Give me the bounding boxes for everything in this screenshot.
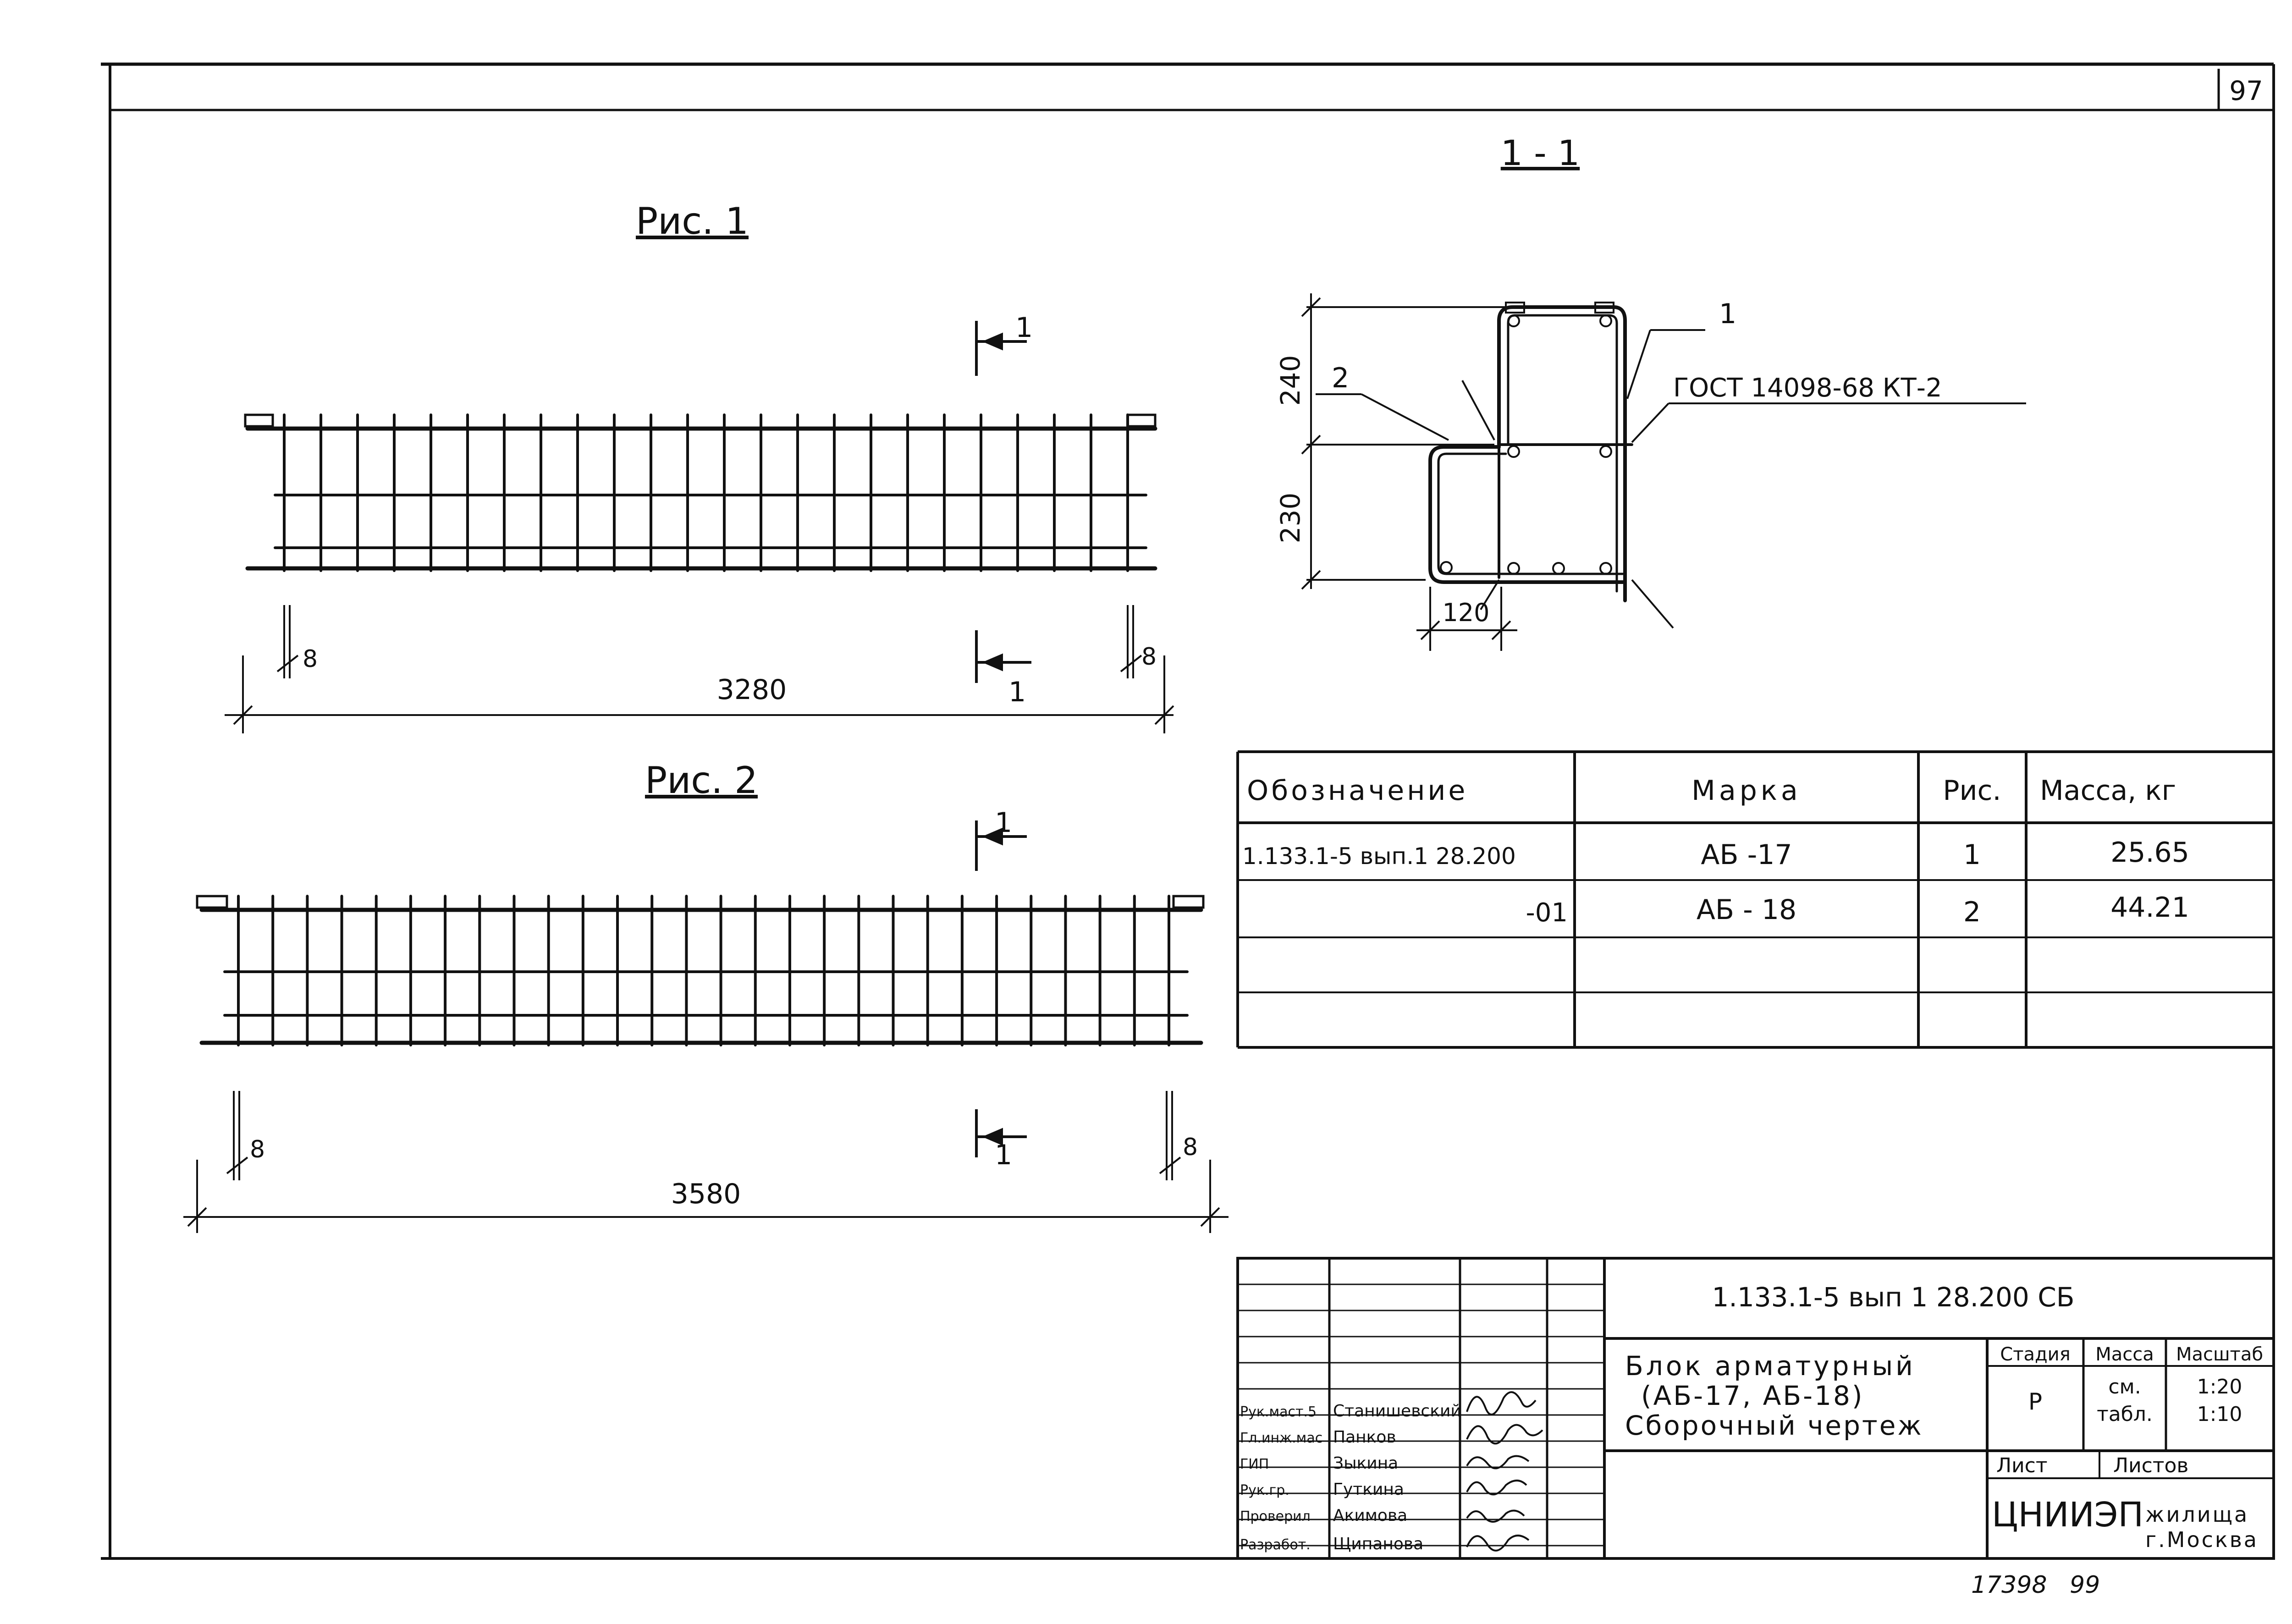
title-sheet-label: Лист — [1996, 1454, 2048, 1477]
fig2-dimension-right: 8 — [1183, 1134, 1198, 1161]
sig-role: Проверил — [1240, 1508, 1311, 1525]
fig1-vertical-bars — [283, 413, 1129, 572]
fig2-cut-label-bottom: 1 — [995, 1139, 1012, 1171]
title-name-line3: Сборочный чертеж — [1625, 1410, 1923, 1441]
fig1-cut-mark-top — [975, 321, 1027, 376]
section-callout-1: 1 — [1719, 298, 1736, 330]
fig1-cut-mark-bottom — [975, 630, 1031, 683]
section-dim-240: 240 — [1275, 355, 1306, 406]
title-organization: ЦНИИЭП — [1992, 1495, 2143, 1535]
spec-row2-mass: 44.21 — [2110, 892, 2189, 924]
title-scale-value-2: 1:10 — [2197, 1403, 2242, 1426]
handwritten-signatures — [1466, 1391, 1543, 1552]
spec-row2-figure: 2 — [1963, 896, 1981, 928]
signature-table: Рук.маст.5 Станишевский Гл.инж.мас Панко… — [1240, 1402, 1461, 1553]
title-mass-value-1: см. — [2108, 1375, 2141, 1398]
sig-name: Панков — [1333, 1428, 1396, 1447]
sheet-frame — [101, 62, 2275, 1560]
section-callout-2: 2 — [1332, 362, 1349, 394]
fig1-dimension-total: 3280 — [717, 674, 787, 706]
fig1-dimension-lines — [225, 605, 1174, 733]
fig2-cut-mark-top — [975, 820, 1027, 871]
title-mass-header: Масса — [2095, 1344, 2154, 1365]
spec-header-mass: Масса, кг — [2040, 775, 2176, 807]
spec-row2-mark: АБ - 18 — [1697, 894, 1796, 926]
fig1-dimension-left: 8 — [303, 645, 318, 673]
sig-role: ГИП — [1240, 1456, 1269, 1472]
spec-row2-designation: -01 — [1526, 898, 1568, 928]
fig2-dimension-total: 3580 — [671, 1178, 741, 1210]
title-scale-header: Масштаб — [2176, 1344, 2263, 1365]
sig-role: Разработ. — [1240, 1537, 1311, 1553]
spec-row1-designation: 1.133.1-5 вып.1 28.200 — [1242, 843, 1516, 870]
footer-numbers: 17398 99 — [1971, 1571, 2100, 1599]
section-dim-230: 230 — [1275, 493, 1306, 544]
fig2-title: Рис. 2 — [645, 759, 758, 802]
sig-name: Станишевский — [1333, 1402, 1461, 1420]
fig2-rebar-cage — [196, 895, 1205, 1046]
fig1-rebar-cage — [244, 413, 1157, 572]
section-dimensions — [1301, 293, 1517, 651]
sig-name: Акимова — [1333, 1506, 1407, 1525]
sig-role: Рук.гр. — [1240, 1482, 1289, 1498]
title-sheets-label: Листов — [2113, 1454, 2188, 1477]
spec-row1-mass: 25.65 — [2110, 837, 2189, 869]
title-scale-value-1: 1:20 — [2197, 1375, 2242, 1398]
sig-role: Рук.маст.5 — [1240, 1404, 1317, 1420]
fig1-cut-label-bottom: 1 — [1008, 676, 1026, 708]
title-name-line2: (АБ-17, АБ-18) — [1641, 1380, 1864, 1411]
title-document-code: 1.133.1-5 вып 1 28.200 СБ — [1712, 1282, 2075, 1313]
fig2-cut-label-top: 1 — [995, 807, 1012, 839]
fig2-cut-mark-bottom — [975, 1109, 1027, 1157]
section-dim-120: 120 — [1442, 598, 1489, 627]
title-stage-value: Р — [2028, 1388, 2042, 1415]
fig2-dimension-lines — [183, 1091, 1229, 1233]
title-name-line1: Блок арматурный — [1625, 1350, 1916, 1382]
section-title: 1 - 1 — [1501, 132, 1580, 173]
sheet-number: 97 — [2229, 75, 2263, 106]
sig-name: Щипанова — [1333, 1535, 1423, 1553]
sig-name: Зыкина — [1333, 1454, 1398, 1473]
section-leaders — [1316, 329, 2026, 629]
title-organization-suffix: жилища — [2145, 1502, 2249, 1527]
section-view — [1428, 302, 1633, 602]
fig2-vertical-bars — [237, 895, 1170, 1046]
fig1-title: Рис. 1 — [636, 200, 749, 242]
fig2-dimension-left: 8 — [250, 1136, 265, 1163]
section-gost-label: ГОСТ 14098-68 КТ-2 — [1673, 373, 1942, 403]
spec-row1-mark: АБ -17 — [1701, 839, 1792, 871]
sig-name: Гуткина — [1333, 1480, 1404, 1499]
fig1-dimension-right: 8 — [1141, 643, 1157, 671]
spec-row1-figure: 1 — [1963, 839, 1981, 871]
sig-role: Гл.инж.мас — [1240, 1430, 1322, 1446]
spec-header-mark: Марка — [1691, 775, 1802, 807]
title-mass-value-2: табл. — [2097, 1403, 2153, 1426]
spec-header-figure: Рис. — [1943, 775, 2001, 807]
title-block-grid — [1236, 1257, 2275, 1560]
fig1-cut-label-top: 1 — [1015, 312, 1033, 344]
spec-header-designation: Обозначение — [1247, 775, 1468, 807]
title-city: г.Москва — [2145, 1527, 2259, 1552]
title-stage-header: Стадия — [2000, 1344, 2070, 1365]
spec-table-grid — [1236, 750, 2274, 1049]
